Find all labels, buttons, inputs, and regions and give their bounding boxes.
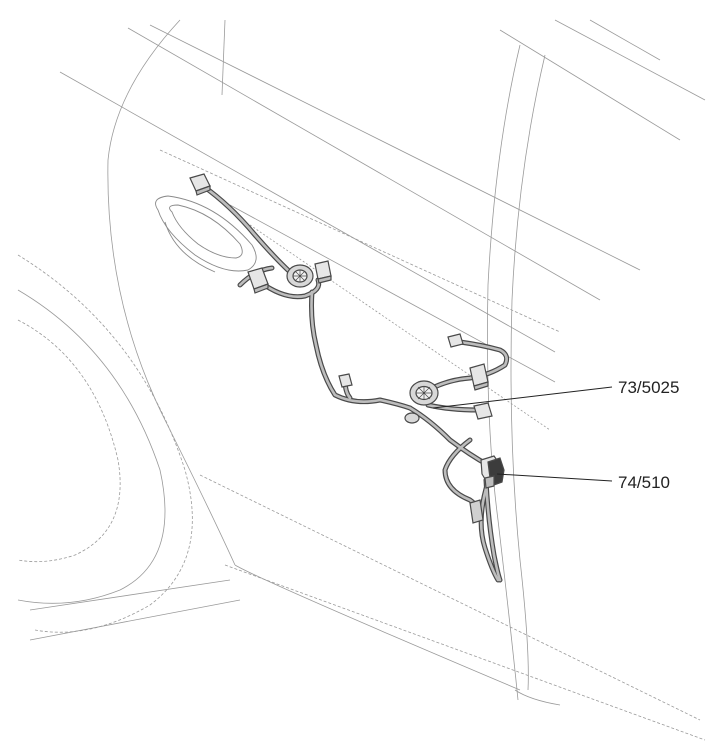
harness-grommets xyxy=(286,264,439,424)
door-handle xyxy=(155,195,257,273)
connector-right-lower xyxy=(473,402,493,420)
callout-label-2: 74/510 xyxy=(618,473,670,492)
grommet-lower xyxy=(409,380,439,406)
leader-lines xyxy=(432,386,613,482)
connector-center-small xyxy=(338,373,353,388)
leader-line-2 xyxy=(496,473,613,482)
clip-lower-junction xyxy=(404,412,420,424)
connector-74-510 xyxy=(480,455,505,489)
wiring-harness xyxy=(200,183,510,583)
callout-label-1: 73/5025 xyxy=(618,378,679,397)
connector-handle-left xyxy=(247,267,269,294)
connector-handle-right xyxy=(314,260,332,284)
connector-top-left xyxy=(189,173,211,196)
harness-connectors xyxy=(189,173,505,524)
vehicle-body-outline xyxy=(17,19,706,741)
connector-right-upper xyxy=(469,363,489,391)
connector-top-right xyxy=(447,333,464,348)
leader-line-1 xyxy=(432,386,613,409)
harness-bracket-lower xyxy=(469,499,484,524)
grommet-upper xyxy=(286,264,314,288)
